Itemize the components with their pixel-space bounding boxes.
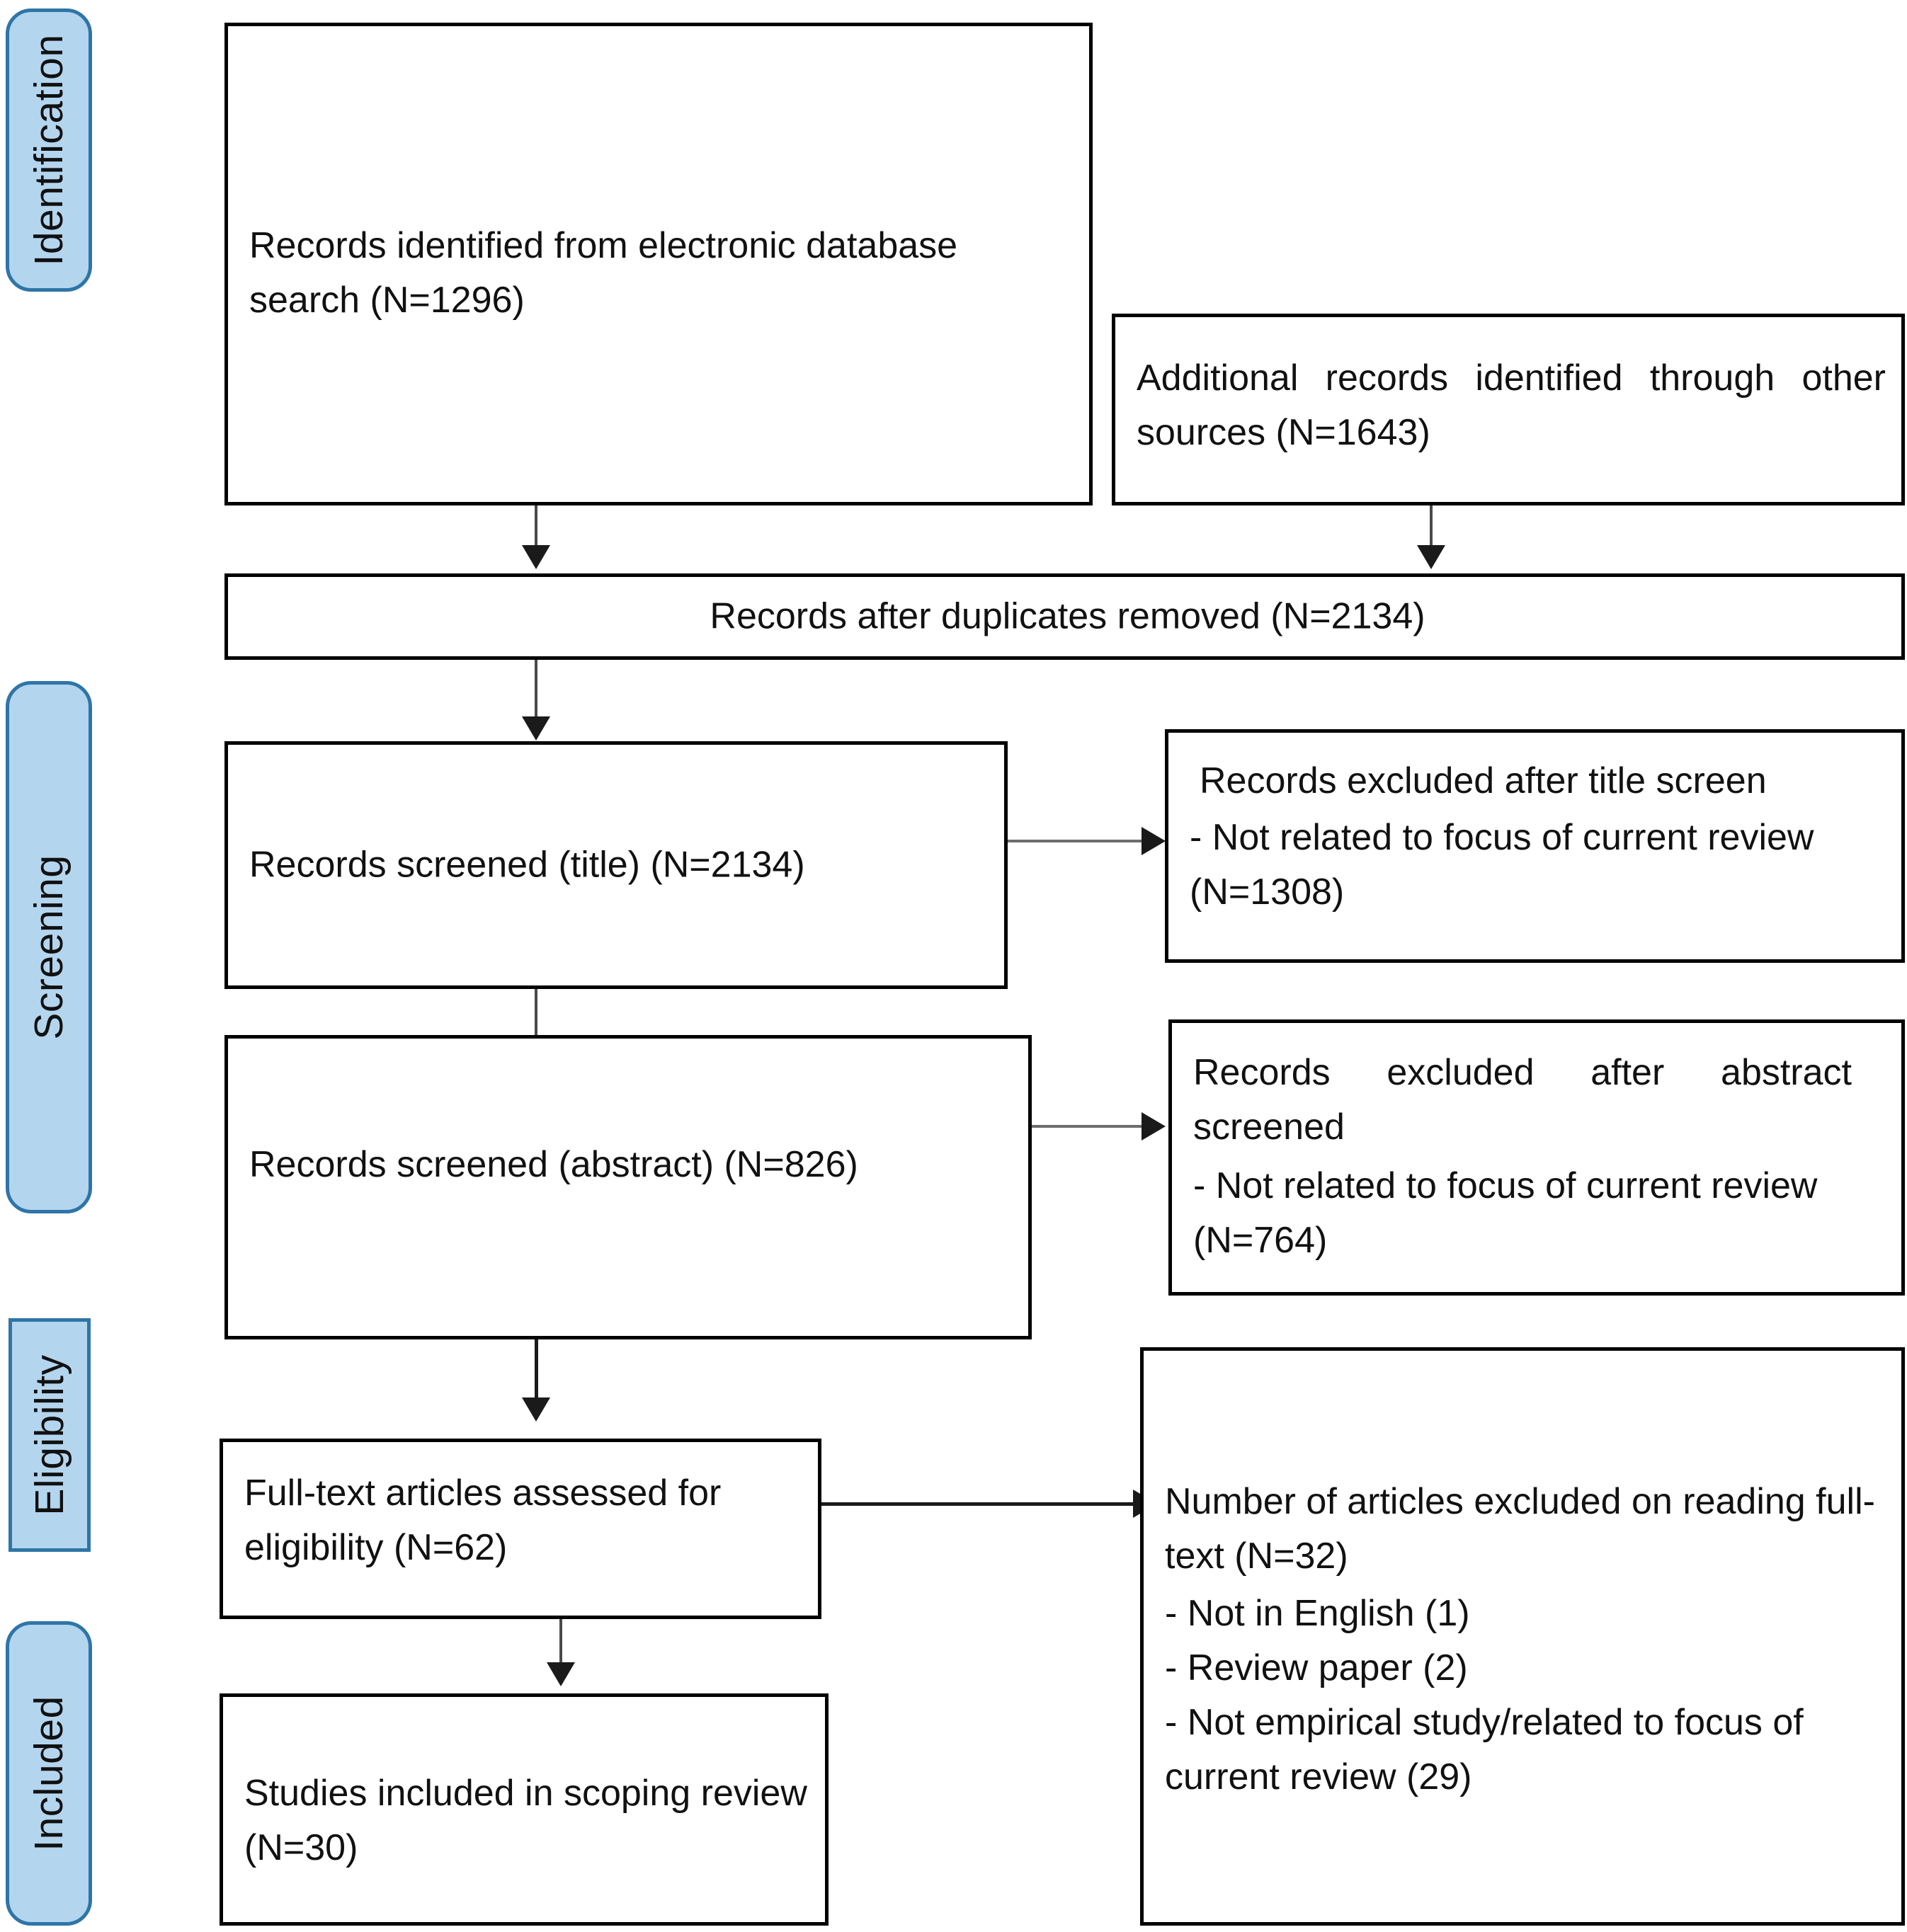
connector-additional-to-duplicates [1430,505,1433,551]
arrowhead-fulltext-to-included [547,1662,575,1686]
box-studies-included-text: Studies included in scoping review (N=30… [244,1773,807,1868]
arrowhead-abstract-to-fulltext [522,1397,550,1422]
box-excluded-after-fulltext: Number of articles excluded on reading f… [1140,1347,1905,1926]
box-excluded-after-abstract-line2: - Not related to focus of current review… [1193,1165,1818,1261]
stage-label-included: Included [26,1696,72,1851]
stage-label-eligibility: Eligibility [27,1354,72,1516]
stage-label-identification: Identification [26,34,72,266]
arrowhead-identified-to-duplicates [522,545,550,569]
box-additional-records-text: Additional records identified through ot… [1137,358,1886,453]
connector-identified-to-duplicates [535,505,537,551]
box-excluded-after-fulltext-line4: - Not empirical study/related to focus o… [1165,1702,1804,1797]
stage-pill-included: Included [6,1621,92,1926]
box-excluded-after-fulltext-line2: - Not in English (1) [1165,1593,1470,1634]
box-records-screened-title: Records screened (title) (N=2134) [224,741,1008,989]
box-duplicates-removed: Records after duplicates removed (N=2134… [224,573,1905,660]
box-records-identified-text: Records identified from electronic datab… [249,225,958,321]
stage-pill-identification: Identification [6,8,92,292]
box-excluded-after-title: Records excluded after title screen - No… [1165,729,1905,963]
stage-pill-eligibility: Eligibility [8,1318,91,1552]
box-excluded-after-title-line2: - Not related to focus of current review… [1190,817,1814,913]
connector-abstract-to-fulltext [535,1339,538,1405]
box-fulltext-assessed-text: Full-text articles assessed for eligibil… [244,1473,722,1568]
box-studies-included: Studies included in scoping review (N=30… [220,1693,829,1926]
arrowhead-additional-to-duplicates [1417,545,1445,569]
box-excluded-after-abstract-line1: Records excluded after abstract screened [1193,1052,1852,1148]
stage-pill-screening: Screening [6,681,92,1213]
box-excluded-after-abstract: Records excluded after abstract screened… [1168,1019,1905,1296]
box-excluded-after-fulltext-line3: - Review paper (2) [1165,1647,1468,1688]
box-records-screened-abstract-text: Records screened (abstract) (N=826) [249,1144,858,1185]
arrowhead-abstract-to-excluded [1142,1112,1166,1141]
box-excluded-after-title-line1: Records excluded after title screen [1200,760,1767,801]
connector-fulltext-to-excluded [821,1502,1147,1506]
box-fulltext-assessed: Full-text articles assessed for eligibil… [220,1439,821,1619]
box-duplicates-removed-text: Records after duplicates removed (N=2134… [710,595,1425,637]
connector-title-to-excluded [1008,840,1149,842]
stage-label-screening: Screening [26,854,72,1040]
connector-fulltext-to-included [559,1619,562,1669]
connector-duplicates-to-title-screen [535,660,537,724]
box-records-screened-abstract: Records screened (abstract) (N=826) [224,1035,1032,1339]
box-excluded-after-fulltext-line1: Number of articles excluded on reading f… [1165,1481,1875,1577]
connector-abstract-to-excluded [1032,1125,1152,1128]
box-records-screened-title-text: Records screened (title) (N=2134) [249,844,805,886]
box-additional-records: Additional records identified through ot… [1112,314,1905,505]
connector-title-to-abstract [535,989,537,1053]
arrowhead-title-to-excluded [1142,827,1166,855]
arrowhead-duplicates-to-title-screen [522,716,550,741]
box-records-identified: Records identified from electronic datab… [224,23,1093,505]
